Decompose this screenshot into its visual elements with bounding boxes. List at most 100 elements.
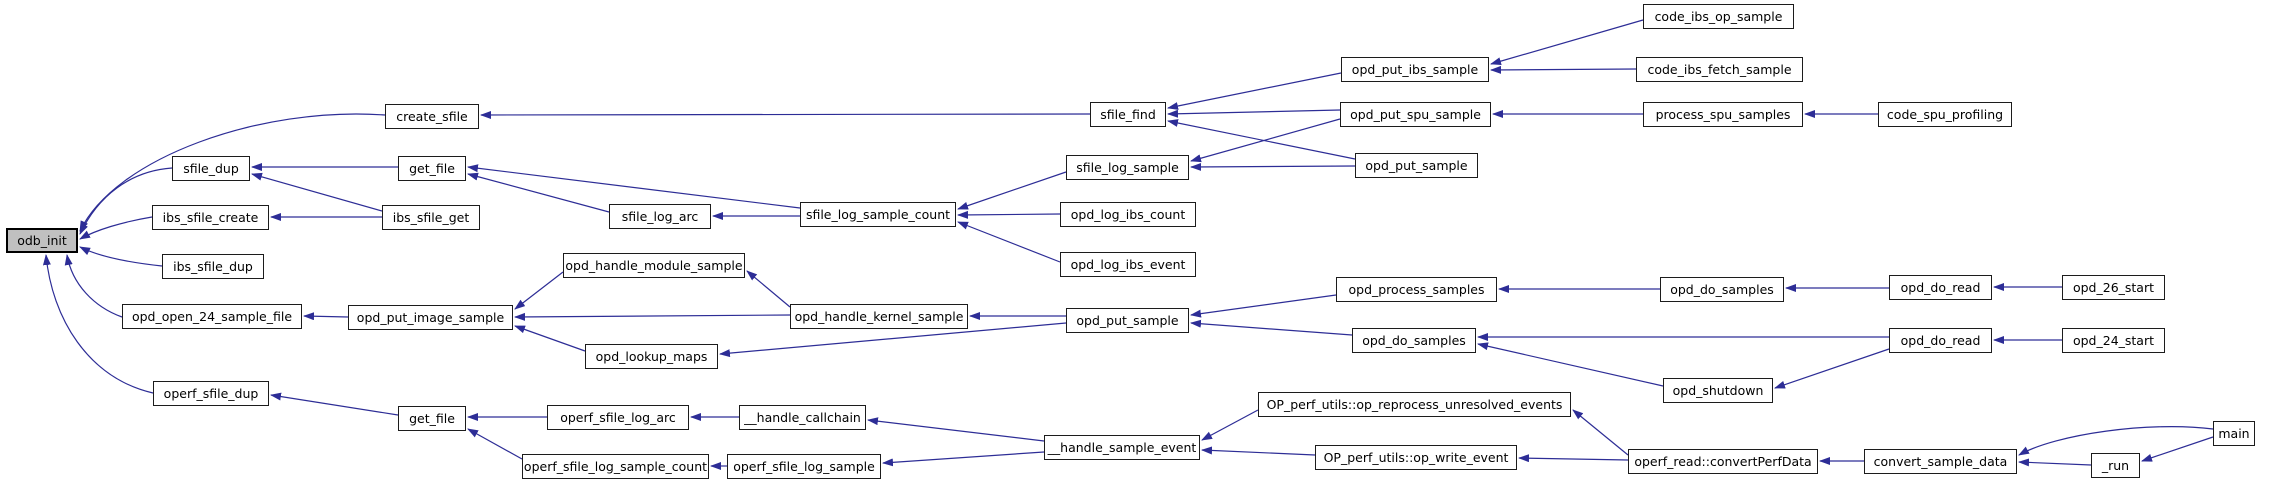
node-odb_init: odb_init [6,228,78,253]
node-opd_do_read_1[interactable]: opd_do_read [1889,275,1992,300]
node-label-sfile_find: sfile_find [1100,107,1156,122]
node-create_sfile[interactable]: create_sfile [385,104,479,129]
node-ibs_sfile_dup[interactable]: ibs_sfile_dup [162,254,264,279]
node-opd_log_ibs_count[interactable]: opd_log_ibs_count [1060,202,1196,227]
edge-opd_handle_kernel_sample-to-opd_handle_module_sample [746,270,791,308]
node-opd_do_samples_2[interactable]: opd_do_samples [1352,328,1476,353]
node-opd_do_samples_1[interactable]: opd_do_samples [1660,277,1784,302]
edge-opd_shutdown-to-opd_do_samples_2 [1477,342,1664,387]
edge-opd_put_image_sample-to-opd_open_24_sample_file [303,312,349,321]
node-code_ibs_fetch_sample[interactable]: code_ibs_fetch_sample [1636,57,1803,82]
edge-code_ibs_op_sample-to-opd_put_ibs_sample [1490,19,1644,66]
node-label-operf_sfile_dup: operf_sfile_dup [163,386,259,401]
node-label-operf_sfile_log_arc: operf_sfile_log_arc [560,410,676,425]
node-label-convertPerfData: operf_read::convertPerfData [1634,454,1812,469]
node-opd_24_start[interactable]: opd_24_start [2062,328,2165,353]
node-sfile_log_sample_count[interactable]: sfile_log_sample_count [800,202,956,227]
node-label-sfile_log_sample: sfile_log_sample [1076,160,1179,175]
node-label-create_sfile: create_sfile [396,109,468,124]
node-label-opd_24_start: opd_24_start [2072,333,2155,348]
node-opd_open_24_sample_file[interactable]: opd_open_24_sample_file [122,304,302,329]
node-label-opd_lookup_maps: opd_lookup_maps [595,349,708,364]
node-opd_handle_module_sample[interactable]: opd_handle_module_sample [563,253,745,278]
edge-opd_log_ibs_count-to-sfile_log_sample_count [957,210,1061,219]
node-label-opd_26_start: opd_26_start [2072,280,2155,295]
node-op_reprocess_unresolved_events[interactable]: OP_perf_utils::op_reprocess_unresolved_e… [1258,392,1571,417]
node-operf_sfile_log_arc[interactable]: operf_sfile_log_arc [547,405,689,430]
node-opd_lookup_maps[interactable]: opd_lookup_maps [585,344,718,369]
node-opd_put_sample_top[interactable]: opd_put_sample [1355,153,1478,178]
node-opd_put_spu_sample[interactable]: opd_put_spu_sample [1340,102,1491,127]
node-opd_put_image_sample[interactable]: opd_put_image_sample [348,305,513,330]
node-label-opd_open_24_sample_file: opd_open_24_sample_file [131,309,293,324]
node-label-opd_do_read_2: opd_do_read [1900,333,1981,348]
node-label-odb_init: odb_init [17,233,67,248]
edge-sfile_find-to-create_sfile [480,110,1091,119]
node-opd_shutdown[interactable]: opd_shutdown [1663,378,1773,403]
node-operf_sfile_log_sample_count[interactable]: operf_sfile_log_sample_count [522,454,709,479]
edge-opd_open_24_sample_file-to-odb_init [64,254,123,318]
node-opd_do_read_2[interactable]: opd_do_read [1889,328,1992,353]
node-ibs_sfile_get[interactable]: ibs_sfile_get [382,205,480,230]
edge-opd_handle_module_sample-to-opd_put_image_sample [514,271,564,310]
node-sfile_dup[interactable]: sfile_dup [172,156,250,181]
node-sfile_log_sample[interactable]: sfile_log_sample [1066,155,1189,180]
edge-code_ibs_fetch_sample-to-opd_put_ibs_sample [1490,65,1637,74]
edge-main-to-run [2141,436,2214,462]
node-opd_log_ibs_event[interactable]: opd_log_ibs_event [1060,252,1196,277]
edge-ibs_sfile_get-to-sfile_dup [251,172,383,212]
node-label-opd_do_read_1: opd_do_read [1900,280,1981,295]
node-code_spu_profiling[interactable]: code_spu_profiling [1878,102,2012,127]
node-operf_sfile_dup[interactable]: operf_sfile_dup [153,381,269,406]
edge-opd_put_sample_top-to-sfile_find [1167,119,1356,160]
edge-get_file_2-to-operf_sfile_dup [270,392,399,416]
node-operf_sfile_log_sample[interactable]: operf_sfile_log_sample [727,454,881,479]
edge-convertPerfData-to-op_write_event [1518,454,1629,463]
edge-opd_do_read_2-to-opd_shutdown [1774,348,1890,389]
node-opd_handle_kernel_sample[interactable]: opd_handle_kernel_sample [790,304,968,329]
node-get_file[interactable]: get_file [398,156,466,181]
node-label-run: _run [2101,458,2130,473]
node-label-opd_put_sample_top: opd_put_sample [1365,158,1468,173]
node-handle_sample_event[interactable]: __handle_sample_event [1044,435,1200,460]
node-label-code_spu_profiling: code_spu_profiling [1886,107,2004,122]
node-sfile_log_arc[interactable]: sfile_log_arc [609,204,711,229]
node-opd_put_ibs_sample[interactable]: opd_put_ibs_sample [1341,57,1489,82]
edge-main-to-convert_sample_data [2018,426,2214,456]
edge-handle_sample_event-to-handle_callchain [867,417,1045,442]
node-label-ibs_sfile_dup: ibs_sfile_dup [173,259,253,274]
node-label-op_reprocess_unresolved_events: OP_perf_utils::op_reprocess_unresolved_e… [1266,397,1563,412]
edge-opd_put_spu_sample-to-sfile_find [1167,109,1341,118]
node-sfile_find[interactable]: sfile_find [1090,102,1166,127]
node-label-convert_sample_data: convert_sample_data [1873,454,2008,469]
node-code_ibs_op_sample[interactable]: code_ibs_op_sample [1643,4,1794,29]
edge-sfile_log_sample_count-to-get_file [467,164,801,209]
node-opd_put_sample_mid[interactable]: opd_put_sample [1066,308,1189,333]
node-main[interactable]: main [2213,421,2255,446]
node-convertPerfData[interactable]: operf_read::convertPerfData [1628,449,1818,474]
node-label-op_write_event: OP_perf_utils::op_write_event [1323,450,1509,465]
node-get_file_2[interactable]: get_file [398,406,466,431]
edge-opd_handle_kernel_sample-to-opd_put_image_sample [514,312,791,321]
edge-opd_do_samples_2-to-opd_put_sample_mid [1190,319,1353,336]
node-opd_26_start[interactable]: opd_26_start [2062,275,2165,300]
node-label-operf_sfile_log_sample_count: operf_sfile_log_sample_count [523,459,708,474]
node-process_spu_samples[interactable]: process_spu_samples [1643,102,1803,127]
node-convert_sample_data[interactable]: convert_sample_data [1864,449,2017,474]
node-label-code_ibs_fetch_sample: code_ibs_fetch_sample [1647,62,1792,77]
edge-sfile_log_arc-to-get_file [467,172,610,213]
edge-opd_lookup_maps-to-opd_put_image_sample [514,325,586,352]
edge-convertPerfData-to-op_reprocess_unresolved_events [1572,409,1629,456]
node-opd_process_samples[interactable]: opd_process_samples [1336,277,1497,302]
node-label-handle_sample_event: __handle_sample_event [1047,440,1197,455]
node-run[interactable]: _run [2091,453,2140,478]
node-op_write_event[interactable]: OP_perf_utils::op_write_event [1315,445,1517,470]
node-handle_callchain[interactable]: __handle_callchain [739,405,866,430]
node-ibs_sfile_create[interactable]: ibs_sfile_create [152,205,269,230]
node-label-process_spu_samples: process_spu_samples [1655,107,1791,122]
node-label-opd_handle_module_sample: opd_handle_module_sample [565,258,743,273]
edge-opd_put_ibs_sample-to-sfile_find [1167,72,1342,110]
edge-opd_put_spu_sample-to-sfile_log_sample [1190,118,1341,163]
